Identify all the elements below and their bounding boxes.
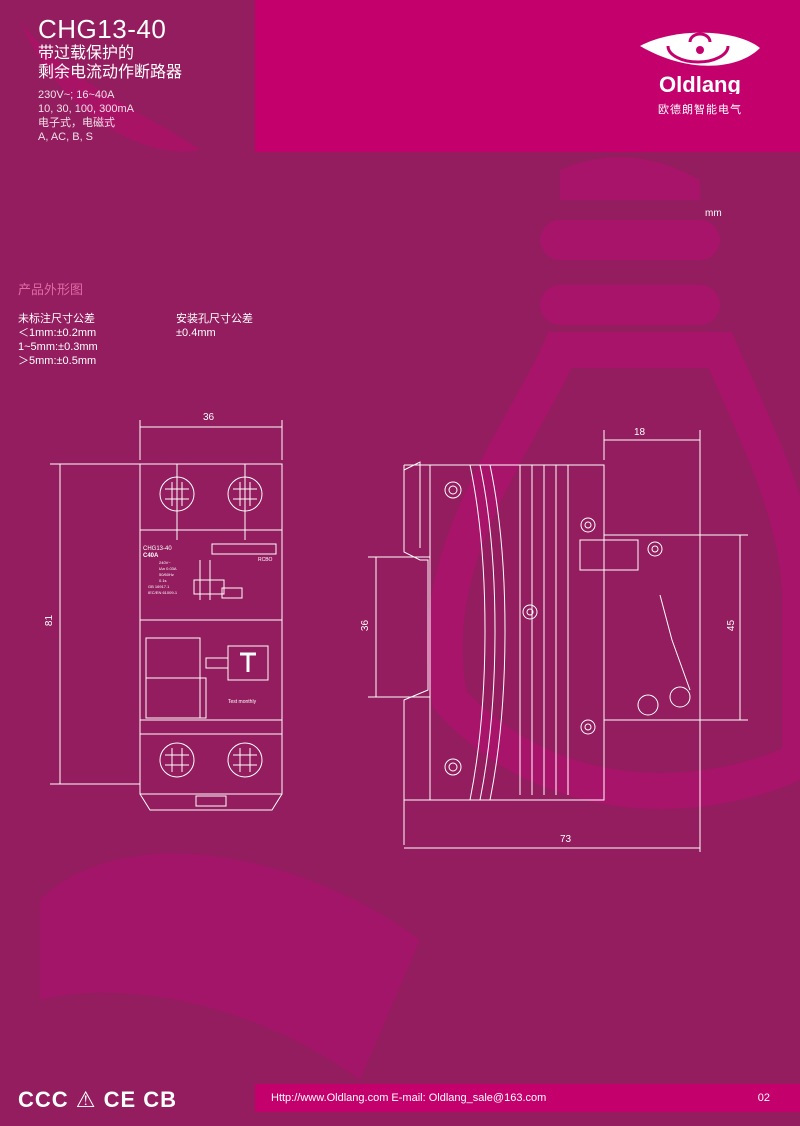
label-standard-gb: GB 16917.1 xyxy=(148,584,170,589)
spec-item: 10, 30, 100, 300mA xyxy=(38,103,135,115)
title-line-1: 带过载保护的 xyxy=(38,45,135,62)
side-rail-dimension: 36 xyxy=(360,619,372,632)
product-title: 带过载保护的 剩余电流动作断路器 xyxy=(38,44,182,82)
mounting-tolerance: 安装孔尺寸公差 ±0.4mm xyxy=(176,312,253,340)
label-type: RCBO xyxy=(258,557,273,563)
label-voltage: 240V~ xyxy=(159,560,171,565)
unit-label: mm xyxy=(705,208,722,219)
label-standard-iec: IEC/EN 61009-1 xyxy=(148,590,178,595)
certification-marks: CCC ⚠ CE CB xyxy=(18,1087,178,1112)
brand-name-cn: 欧德朗智能电气 xyxy=(658,104,742,116)
side-depth-dimension: 73 xyxy=(560,834,572,845)
tolerance-item: ＜1mm:±0.2mm xyxy=(18,327,97,339)
side-top-dimension: 18 xyxy=(634,427,646,438)
tolerance-item: ＞5mm:±0.5mm xyxy=(18,355,97,367)
svg-text:Oldlang: Oldlang xyxy=(659,72,741,94)
tolerance-item: ±0.4mm xyxy=(176,327,216,339)
test-monthly-text: Test monthly xyxy=(228,699,257,705)
tolerance-title: 安装孔尺寸公差 xyxy=(176,313,253,325)
page-number: 02 xyxy=(757,1092,770,1104)
title-line-2: 剩余电流动作断路器 xyxy=(38,64,183,81)
spec-list: 230V~; 16~40A 10, 30, 100, 300mA 电子式，电磁式… xyxy=(38,88,134,144)
front-width-dimension: 36 xyxy=(203,412,215,423)
side-right-dimension: 45 xyxy=(726,619,738,632)
section-title: 产品外形图 xyxy=(18,282,84,297)
label-model: CHG13-40 xyxy=(143,546,172,552)
tolerance-item: 1~5mm:±0.3mm xyxy=(18,341,98,353)
spec-item: 230V~; 16~40A xyxy=(38,89,115,101)
header-banner xyxy=(255,0,800,152)
label-frequency: 50/60Hz xyxy=(159,572,174,577)
brand-logo: Oldlang 欧德朗智能电气 xyxy=(638,30,762,117)
spec-item: 电子式，电磁式 xyxy=(38,117,115,129)
label-rating: C40A xyxy=(143,553,159,559)
product-model: CHG13-40 xyxy=(38,14,167,44)
leaf-wifi-logo-icon: Oldlang xyxy=(640,32,760,97)
rating-label: CHG13-40 C40A 240V~ IΔn 0.03A 50/60Hz 0.… xyxy=(143,546,177,596)
footer-bar: Http://www.Oldlang.com E-mail: Oldlang_s… xyxy=(255,1084,800,1112)
tolerance-title: 未标注尺寸公差 xyxy=(18,313,95,325)
label-residual-current: IΔn 0.03A xyxy=(159,566,177,571)
spec-item: A, AC, B, S xyxy=(38,131,94,143)
contact-info: Http://www.Oldlang.com E-mail: Oldlang_s… xyxy=(271,1092,547,1104)
label-trip-time: 0.1s xyxy=(159,578,167,583)
unmarked-tolerance: 未标注尺寸公差 ＜1mm:±0.2mm 1~5mm:±0.3mm ＞5mm:±0… xyxy=(18,312,98,368)
